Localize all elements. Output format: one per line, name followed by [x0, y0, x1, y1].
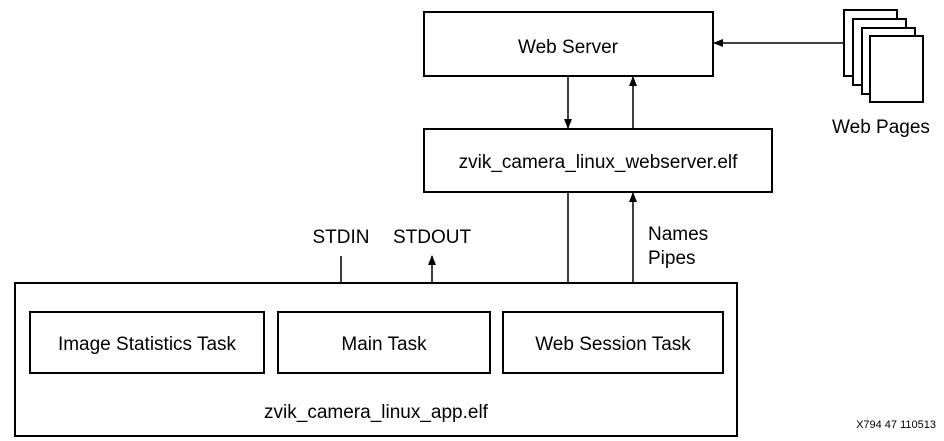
- image-statistics-task-label: Image Statistics Task: [58, 334, 237, 355]
- webserver-elf-node: zvik_camera_linux_webserver.elf: [423, 128, 773, 193]
- stdin-label: STDIN: [313, 227, 370, 248]
- app-elf-label: zvik_camera_linux_app.elf: [264, 402, 489, 423]
- webserver-elf-label: zvik_camera_linux_webserver.elf: [459, 152, 739, 173]
- web-pages-label: Web Pages: [832, 117, 930, 138]
- web-pages-icon: [843, 9, 924, 103]
- pipes-label: Pipes: [648, 248, 696, 269]
- image-statistics-task-node: Image Statistics Task: [29, 311, 265, 374]
- figure-id-label: X794 47 110513: [856, 419, 936, 431]
- web-session-task-node: Web Session Task: [502, 311, 724, 374]
- names-label: Names: [648, 224, 708, 245]
- stdout-label: STDOUT: [393, 227, 472, 248]
- web-server-node: Web Server: [423, 11, 714, 77]
- web-server-label: Web Server: [518, 37, 619, 58]
- main-task-label: Main Task: [341, 334, 427, 355]
- main-task-node: Main Task: [277, 311, 491, 374]
- web-session-task-label: Web Session Task: [535, 334, 691, 355]
